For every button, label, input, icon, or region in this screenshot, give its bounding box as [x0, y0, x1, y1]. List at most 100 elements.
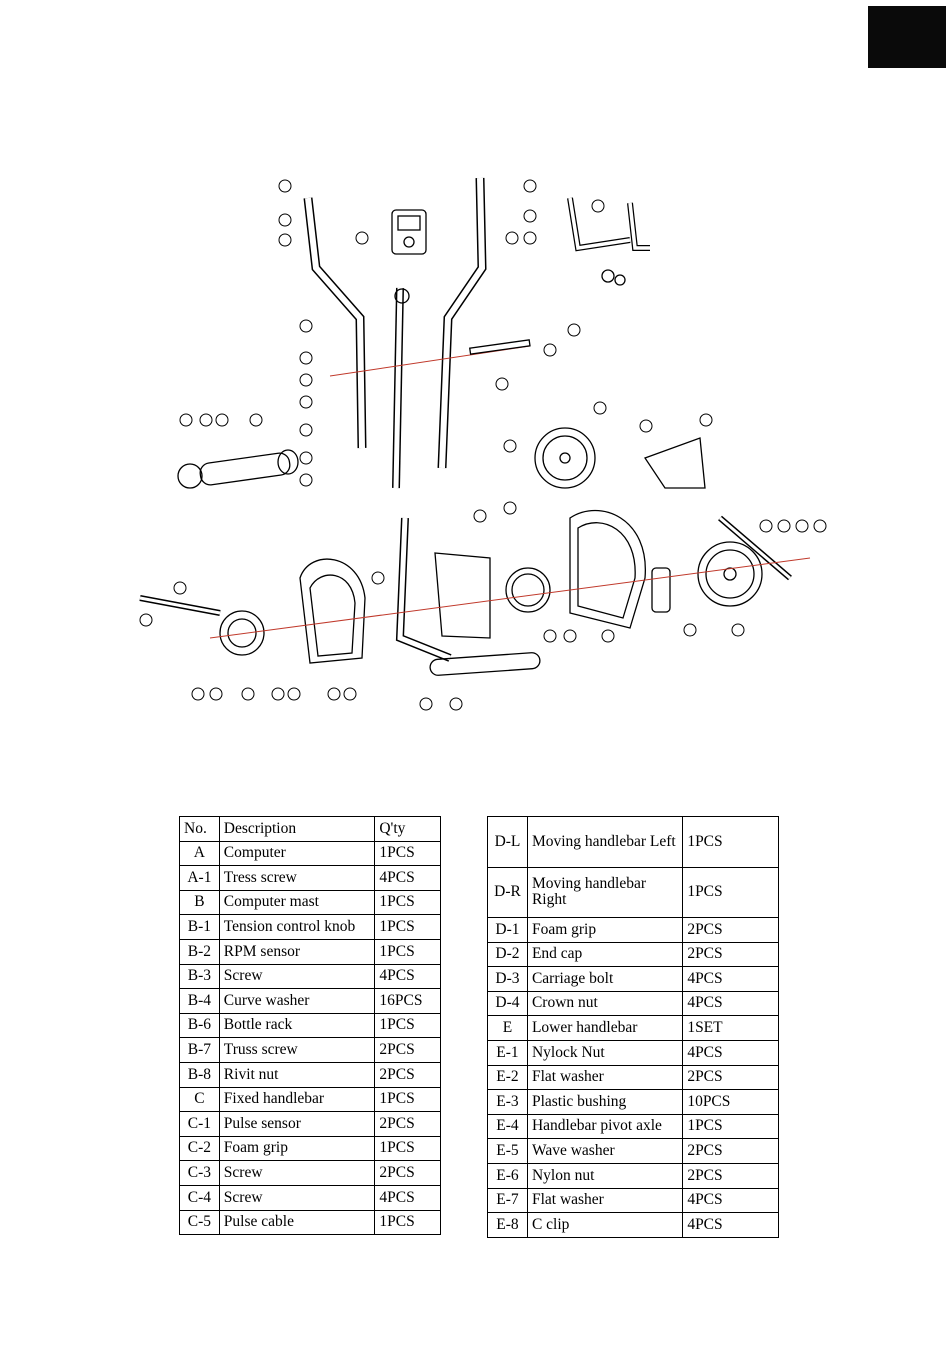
part-number: C-3 — [179, 1160, 220, 1186]
part-description: Moving handlebar Left — [526, 816, 684, 868]
lower-handlebar-icon — [199, 452, 291, 486]
header-description: Description — [218, 816, 376, 842]
part-quantity: 2PCS — [682, 917, 779, 943]
part-number: B — [179, 889, 220, 916]
bottle-rack-icon — [644, 437, 706, 489]
part-description: Tress screw — [218, 865, 376, 891]
part-description: Bottle rack — [218, 1012, 376, 1039]
part-description: End cap — [526, 941, 684, 968]
part-quantity: 1PCS — [374, 1086, 441, 1113]
part-quantity: 1PCS — [374, 889, 441, 916]
part-number: A-1 — [179, 865, 220, 891]
part-number: E — [487, 1015, 528, 1041]
part-description: Rivit nut — [218, 1061, 376, 1088]
part-quantity: 1PCS — [682, 866, 779, 918]
part-description: Curve washer — [218, 988, 376, 1014]
part-description: RPM sensor — [218, 938, 376, 965]
belt-wheel-icon — [505, 567, 551, 613]
part-number: C-2 — [179, 1135, 220, 1162]
part-number: E-4 — [487, 1113, 528, 1140]
part-quantity: 1PCS — [374, 1135, 441, 1162]
part-description: Pulse cable — [218, 1209, 376, 1236]
part-description: Nylon nut — [526, 1162, 684, 1189]
part-description: Pulse sensor — [218, 1111, 376, 1137]
part-quantity: 4PCS — [682, 1212, 779, 1238]
part-number: B-8 — [179, 1061, 220, 1088]
part-number: C-4 — [179, 1184, 220, 1211]
part-number: D-3 — [487, 966, 528, 992]
part-quantity: 1SET — [682, 1015, 779, 1041]
part-description: Screw — [218, 1160, 376, 1186]
part-number: D-R — [487, 866, 528, 918]
part-number: E-3 — [487, 1089, 528, 1115]
part-quantity: 2PCS — [682, 1138, 779, 1164]
part-number: E-7 — [487, 1187, 528, 1214]
part-quantity: 16PCS — [374, 988, 441, 1014]
part-number: C — [179, 1086, 220, 1113]
part-number: E-6 — [487, 1162, 528, 1189]
part-number: D-2 — [487, 941, 528, 968]
right-cover-icon — [569, 509, 646, 629]
part-description: C clip — [526, 1212, 684, 1238]
header-no: No. — [179, 816, 220, 842]
wheel-left-icon — [219, 610, 265, 656]
bottom-tube-icon — [429, 652, 541, 676]
part-description: Foam grip — [526, 917, 684, 943]
part-quantity: 2PCS — [682, 1162, 779, 1189]
flywheel-icon — [534, 427, 596, 489]
part-description: Carriage bolt — [526, 966, 684, 992]
part-description: Computer — [218, 840, 376, 867]
part-quantity: 1PCS — [374, 1012, 441, 1039]
part-description: Flat washer — [526, 1064, 684, 1091]
part-quantity: 4PCS — [374, 865, 441, 891]
part-description: Wave washer — [526, 1138, 684, 1164]
part-quantity: 4PCS — [374, 963, 441, 990]
part-quantity: 4PCS — [682, 1187, 779, 1214]
part-number: E-1 — [487, 1039, 528, 1066]
part-quantity: 2PCS — [374, 1037, 441, 1063]
part-number: E-8 — [487, 1212, 528, 1238]
part-quantity: 2PCS — [374, 1160, 441, 1186]
computer-icon — [391, 209, 427, 255]
part-quantity: 10PCS — [682, 1089, 779, 1115]
handlebar-left-icon — [303, 197, 367, 449]
flywheel-right-icon — [697, 541, 763, 607]
part-number: B-7 — [179, 1037, 220, 1063]
part-number: C-1 — [179, 1111, 220, 1137]
part-description: Lower handlebar — [526, 1015, 684, 1041]
main-frame-icon — [395, 517, 452, 662]
part-number: E-2 — [487, 1064, 528, 1091]
part-description: Truss screw — [218, 1037, 376, 1063]
part-description: Plastic bushing — [526, 1089, 684, 1115]
part-quantity: 4PCS — [374, 1184, 441, 1211]
part-quantity: 1PCS — [374, 1209, 441, 1236]
part-number: D-1 — [487, 917, 528, 943]
part-description: Foam grip — [218, 1135, 376, 1162]
